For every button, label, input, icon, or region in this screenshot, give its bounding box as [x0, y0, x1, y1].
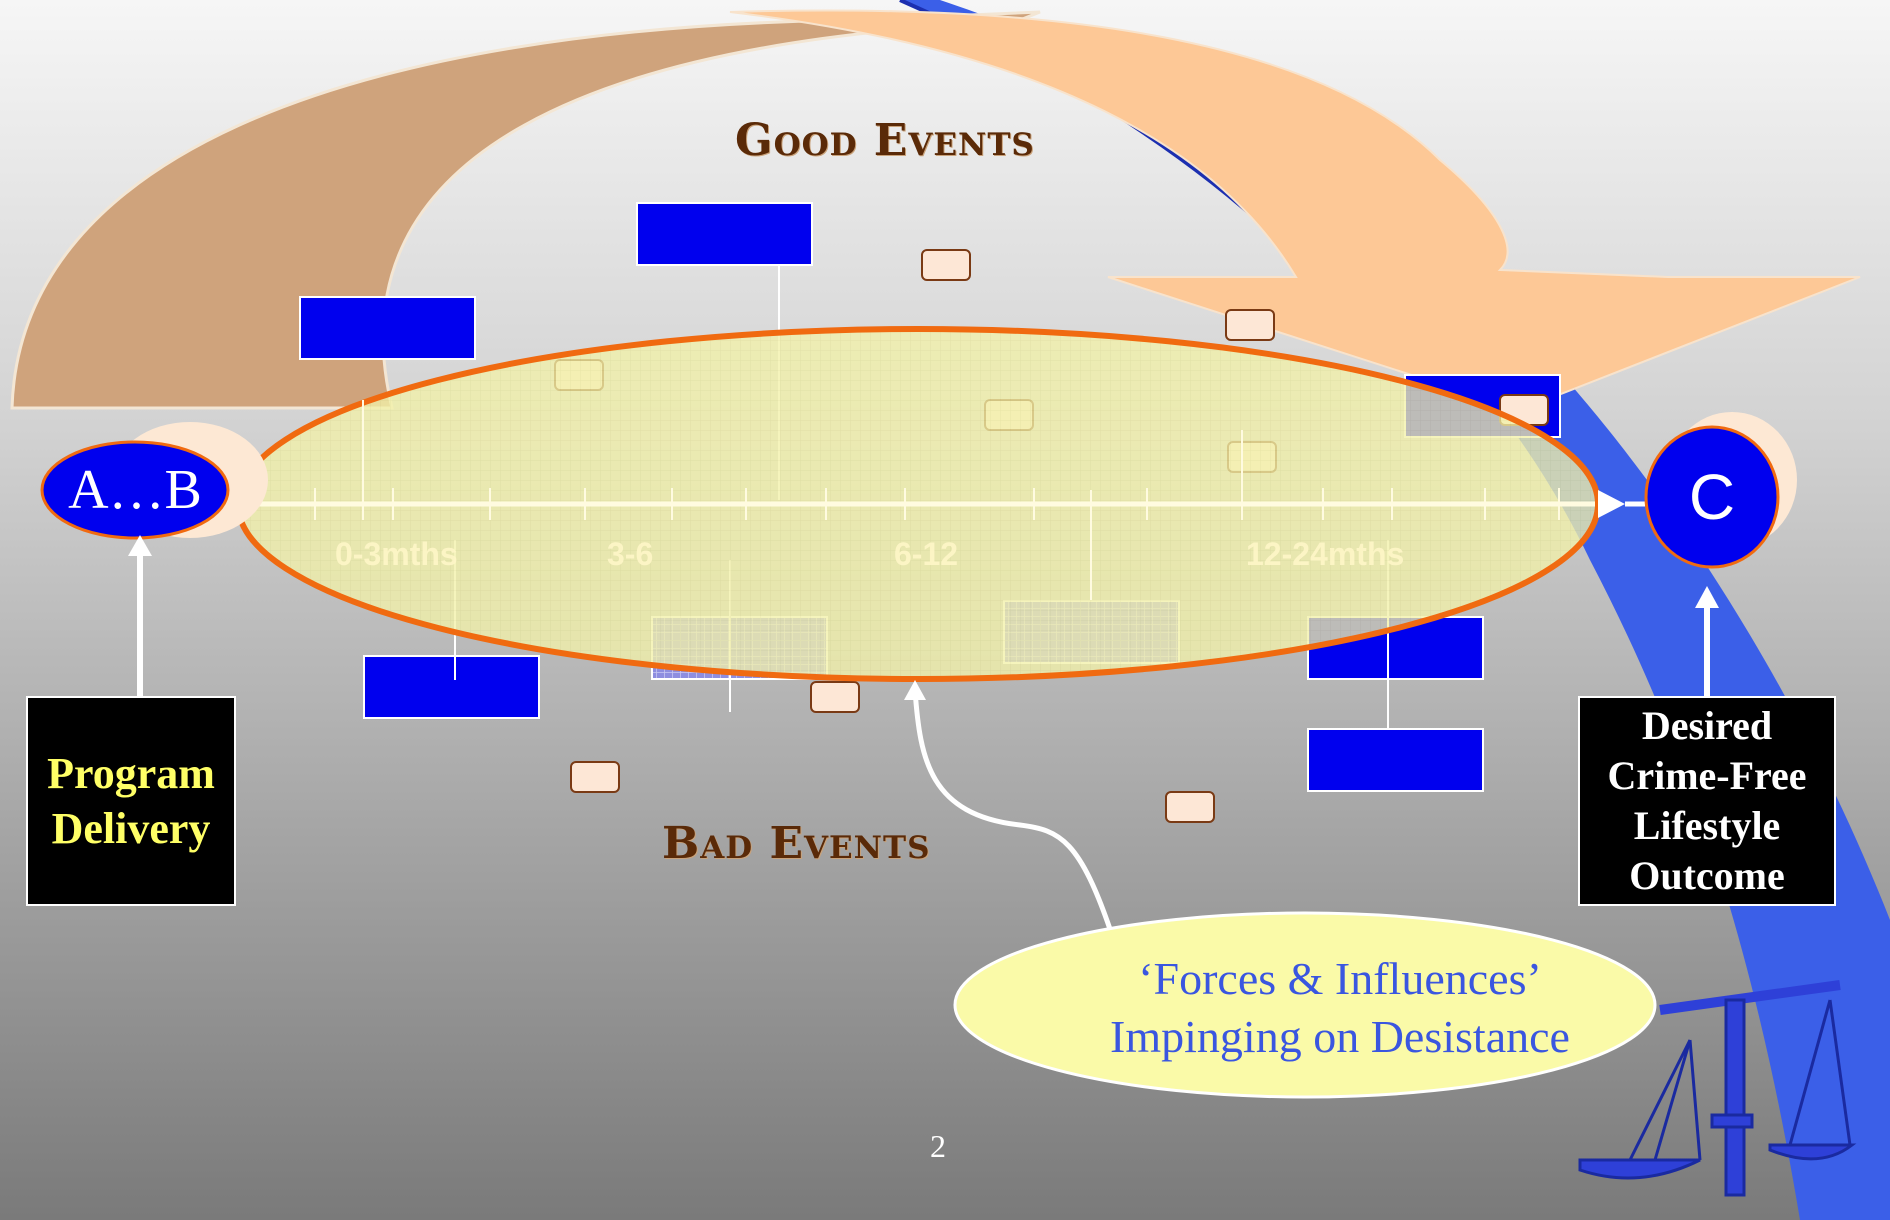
- arrow-peach: [729, 9, 1861, 412]
- forces-bubble: [953, 911, 1657, 1099]
- node-c: [1644, 425, 1780, 569]
- node-ab: [40, 440, 230, 540]
- timeline-label: 0-3mths: [335, 536, 458, 572]
- outcome-line: Desired: [1641, 703, 1773, 748]
- program-delivery-line: Delivery: [51, 804, 211, 853]
- node-ab-label: A…B: [68, 459, 202, 521]
- outcome-line: Outcome: [1629, 853, 1785, 898]
- timeline-label: 6-12: [894, 536, 959, 572]
- node-c-label: C: [1688, 461, 1736, 533]
- timeline-arrowhead: [1598, 490, 1625, 518]
- title-good-events: Good Events: [735, 115, 1035, 166]
- good-event-box: [636, 202, 813, 266]
- title-bad-events: Bad Events: [662, 818, 931, 869]
- event-chip: [1225, 309, 1275, 341]
- bad-event-box: [363, 655, 540, 719]
- page-number: 2: [930, 1128, 946, 1164]
- good-event-box: [299, 296, 476, 360]
- forces-line: ‘Forces & Influences’: [1138, 953, 1542, 1004]
- event-chip: [1165, 791, 1215, 823]
- event-chip: [921, 249, 971, 281]
- bad-event-box: [1307, 728, 1484, 792]
- program-delivery-line: Program: [47, 749, 215, 798]
- program-delivery-box: Program Delivery: [26, 696, 236, 906]
- timeline-label: 3-6: [607, 536, 654, 572]
- timeline-label: 12-24mths: [1246, 536, 1405, 572]
- timeline-ticks: [314, 400, 1560, 600]
- forces-line: Impinging on Desistance: [1110, 1011, 1570, 1062]
- outcome-line: Lifestyle: [1633, 803, 1781, 848]
- scales-icon: [1578, 980, 1857, 1197]
- forces-text: ‘Forces & Influences’ Impinging on Desis…: [1080, 950, 1600, 1066]
- event-chip: [570, 761, 620, 793]
- event-chip: [810, 681, 860, 713]
- outcome-line: Crime-Free: [1607, 753, 1807, 798]
- forces-pointer: [912, 689, 1115, 936]
- outcome-box: Desired Crime-Free Lifestyle Outcome: [1578, 696, 1836, 906]
